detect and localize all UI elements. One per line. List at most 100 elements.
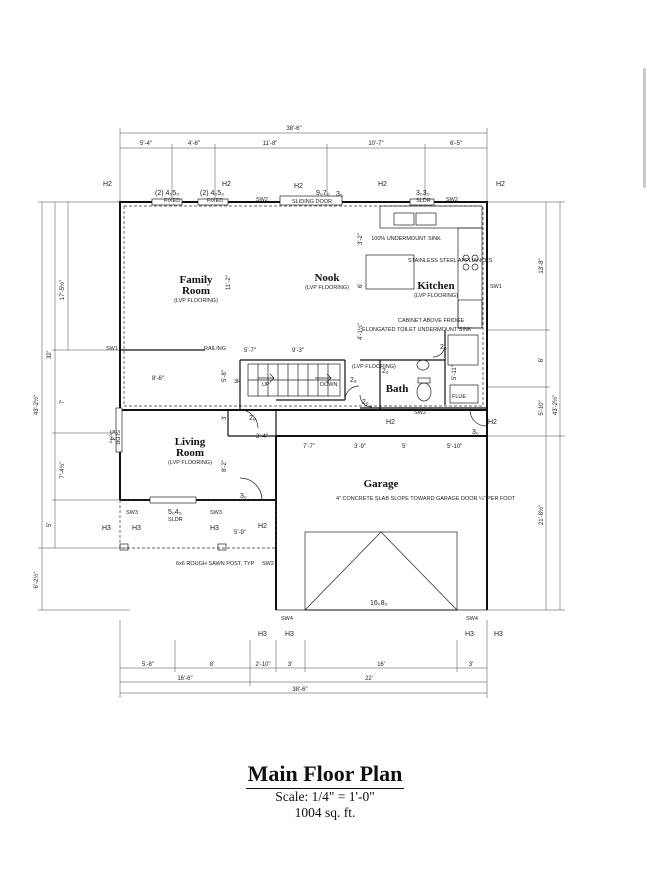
bottom-dimension-lines [119,620,488,698]
bath-fixtures [416,359,432,402]
bottom-dim-2: 8' [210,662,214,668]
mark-sw2-1: SW2 [256,197,268,203]
mark-h3-1: H3 [102,525,111,532]
right-dim-1: 13'-8" [539,258,545,273]
interior-dim-9: 5'-9" [234,530,246,536]
plan-scale: Scale: 1/4" = 1'-0" [275,789,375,804]
room-living-line1: Living [175,436,206,448]
room-family-flooring: (LVP FLOORING) [174,298,218,304]
door-size-7: 3₀ [336,191,343,198]
mark-h2-4: H2 [378,181,387,188]
mark-h3-7: H3 [465,631,474,638]
interior-walls [120,330,487,437]
door-size-3: 3₀ [240,493,247,500]
mark-sw4-2: SW4 [466,616,478,622]
interior-dim-17: 8'-2" [222,460,228,472]
mark-h2-8: H2 [258,523,267,530]
plan-area: 1004 sq. ft. [294,805,356,820]
interior-dim-15: 3' [222,416,228,420]
door-swings [239,344,487,501]
interior-dim-14: 5'-11" [452,365,458,380]
door-size-1: 2₆ [249,415,256,422]
window-label-6: 5₀4₀ [168,509,182,516]
room-living-line2: Room [176,447,204,459]
right-dim-2: 6' [539,358,545,362]
right-dimension-lines [487,201,565,611]
room-kitchen-flooring: (LVP FLOORING) [414,293,458,299]
left-dim-4: 7' [60,400,66,404]
door-size-2: 2₆ [362,399,369,406]
top-dim-1: 5'-4" [140,141,152,147]
overall-width-dim: 38'-6" [286,126,301,132]
mark-h3-2: H3 [132,525,141,532]
door-size-4: 3₀ [472,429,479,436]
stair-up-label: UP [262,382,270,388]
window-note-1: FIXED [164,198,180,204]
bottom-dim-1: 5'-8" [142,662,154,668]
left-dimension-lines [38,201,130,611]
left-dim-7: 6'-2½" [33,572,40,589]
interior-dim-3: 5'-7" [244,348,256,354]
mark-h2-7: H2 [488,419,497,426]
bottom-dim-6: 3' [469,662,473,668]
left-dim-1: 17'-5½" [59,280,66,300]
bottom-overall-dim: 38'-6" [292,687,307,693]
room-family-line2: Room [182,285,210,297]
interior-dim-8: 2'-4" [256,434,268,440]
room-nook-flooring: (LVP FLOORING) [305,285,349,291]
window-symbols [115,195,435,504]
right-dim-5: 21'-8½" [538,505,545,525]
interior-dim-7: 5'-10" [447,444,462,450]
top-dim-5: 6'-5" [450,141,462,147]
mark-h3-5: H3 [285,631,294,638]
porch [119,499,277,551]
scrollbar-thumb[interactable] [643,68,646,188]
window-label-1: (2) 4₀5₀ [155,190,179,197]
left-dim-3: 43'-2½" [33,395,40,415]
bottom-dim-3: 2'-10" [255,662,270,668]
door-size-8: 2₆ [440,344,447,351]
interior-dim-13: 4'-1½" [357,323,364,340]
title-block: Main Floor Plan Scale: 1/4" = 1'-0" 1004… [0,760,650,821]
top-dim-2: 4'-6" [188,141,200,147]
window-note-5: SLDR [114,430,120,445]
note-sink-text: 100% UNDERMOUNT SINK [371,236,441,242]
bottom-dim-5: 16' [377,662,385,668]
note-toilet: ELONGATED TOILET UNDERMOUNT SINK [362,327,472,333]
interior-dim-6: 5' [402,444,406,450]
room-living-flooring: (LVP FLOORING) [168,460,212,466]
interior-dim-12: 6' [358,284,364,288]
mark-railing: RAILING [204,346,226,352]
mark-sw3-1: SW3 [126,510,138,516]
mark-h2-3: H2 [294,183,303,190]
mark-sw2-3: SW2 [414,410,426,416]
mark-h2-2: H2 [222,181,231,188]
interior-dim-11: 3'-2" [358,233,364,245]
mark-sw1-left: SW1 [106,346,118,352]
mark-h2-6: H2 [386,419,395,426]
mark-sw2-4: SW2 [262,561,274,567]
window-label-7: 16₀8₀ [370,600,388,607]
room-nook: Nook [314,272,340,284]
interior-dim-2: 9'-3" [292,348,304,354]
window-note-6: SLDR [168,517,183,523]
left-dim-5: 7'-4½" [59,462,66,479]
note-post: 6x6 ROUGH SAWN POST, TYP [176,561,255,567]
mark-h3-4: H3 [258,631,267,638]
note-garage-slab: 4" CONCRETE SLAB SLOPE TOWARD GARAGE DOO… [336,496,516,502]
window-label-5: 5₀4₀ [108,430,115,444]
mark-h3-3: H3 [210,525,219,532]
bottom-dim-4: 3' [288,662,292,668]
mark-sw4-1: SW4 [281,616,293,622]
stairs [247,363,341,397]
mark-sw2-2: SW2 [446,197,458,203]
right-dim-3: 5'-10" [539,400,545,415]
mark-h3-6: H3 [494,631,503,638]
mark-sw3-2: SW3 [210,510,222,516]
top-dim-4: 10'-7" [368,141,383,147]
mark-flue: FLUE [452,394,466,400]
window-label-2: (2) 4₀5₀ [200,190,224,197]
note-sink: 100% UNDERMOUNT SINK [371,236,441,242]
top-dim-3: 11'-8" [263,141,278,147]
